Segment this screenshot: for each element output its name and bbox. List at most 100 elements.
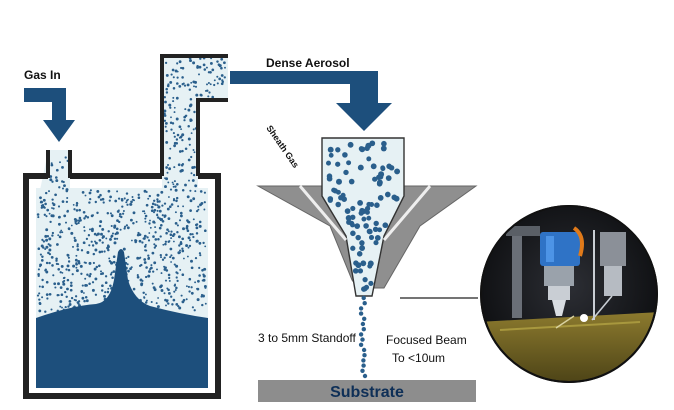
- aerosol-particle: [117, 197, 121, 200]
- aerosol-particle: [173, 106, 176, 109]
- aerosol-particle: [57, 222, 61, 226]
- aerosol-particle: [86, 251, 90, 254]
- aerosol-particle: [44, 234, 48, 238]
- printer-head-photo: [480, 205, 658, 383]
- aerosol-particle: [180, 128, 183, 131]
- aerosol-particle: [191, 306, 194, 309]
- aerosol-particle: [196, 287, 200, 291]
- aerosol-particle: [85, 299, 89, 303]
- aerosol-particle: [179, 268, 182, 271]
- aerosol-particle: [327, 146, 334, 153]
- aerosol-particle: [170, 230, 173, 233]
- aerosol-particle: [70, 224, 73, 227]
- aerosol-particle: [175, 182, 179, 186]
- aerosol-particle: [112, 260, 116, 264]
- aerosol-particle: [203, 191, 206, 194]
- aerosol-particle: [205, 66, 208, 69]
- aerosol-particle: [376, 179, 383, 186]
- aerosol-particle: [64, 305, 67, 309]
- aerosol-particle: [186, 219, 189, 222]
- aerosol-particle: [88, 191, 92, 195]
- aerosol-particle: [118, 212, 122, 216]
- aerosol-particle: [171, 122, 175, 125]
- aerosol-particle: [143, 210, 146, 213]
- aerosol-particle: [202, 273, 205, 276]
- aerosol-particles-nozzle: [326, 140, 401, 292]
- aerosol-particle: [326, 175, 333, 182]
- aerosol-particle: [207, 95, 210, 98]
- aerosol-particle: [109, 212, 112, 215]
- aerosol-particle: [197, 205, 200, 208]
- aerosol-particle: [52, 203, 56, 207]
- aerosol-particle: [155, 302, 158, 305]
- aerosol-particle: [181, 66, 185, 70]
- aerosol-particle: [59, 161, 61, 164]
- aerosol-particle: [328, 152, 334, 158]
- aerosol-particle: [149, 226, 152, 229]
- aerosol-particle: [168, 276, 171, 280]
- aerosol-particle: [156, 305, 160, 309]
- aerosol-particle: [107, 244, 110, 247]
- aerosol-particle: [157, 206, 160, 209]
- aerosol-particle: [195, 93, 199, 97]
- aerosol-particle: [161, 214, 164, 217]
- aerosol-particle: [187, 158, 191, 162]
- aerosol-particle: [180, 294, 183, 297]
- aerosol-particle: [206, 89, 209, 92]
- aerosol-particle: [188, 88, 192, 91]
- aerosol-particle: [50, 163, 54, 167]
- aerosol-particle: [100, 250, 104, 253]
- aerosol-particle: [109, 273, 113, 276]
- aerosol-particle: [175, 286, 178, 290]
- aerosol-particle: [48, 190, 50, 193]
- aerosol-particle: [359, 240, 365, 246]
- aerosol-particle: [168, 103, 172, 107]
- aerosol-particle: [350, 205, 356, 211]
- aerosol-particle: [68, 303, 72, 306]
- aerosol-particle: [172, 96, 175, 99]
- aerosol-particle: [116, 237, 119, 240]
- aerosol-particle: [123, 227, 126, 230]
- aerosol-particle: [49, 178, 53, 182]
- aerosol-particle: [374, 202, 380, 208]
- aerosol-particle: [327, 197, 333, 203]
- aerosol-particle: [187, 236, 191, 240]
- aerosol-particle: [189, 97, 193, 101]
- aerosol-particle: [147, 239, 151, 242]
- aerosol-particle: [83, 226, 86, 229]
- gas-in-label: Gas In: [24, 68, 61, 82]
- aerosol-particle: [202, 63, 206, 67]
- beam-particle: [358, 332, 364, 337]
- aerosol-particle: [141, 279, 144, 282]
- aerosol-particle: [157, 238, 160, 241]
- aerosol-particle: [186, 255, 189, 258]
- aerosol-particle: [203, 208, 206, 211]
- aerosol-particle: [187, 137, 191, 141]
- aerosol-particle: [167, 240, 170, 243]
- aerosol-particle: [143, 212, 146, 215]
- aerosol-particle: [164, 279, 168, 282]
- aerosol-particle: [73, 239, 77, 242]
- aerosol-particle: [137, 231, 140, 235]
- aerosol-particle: [166, 84, 170, 88]
- aerosol-particle: [173, 135, 176, 138]
- aerosol-particle: [74, 295, 78, 298]
- aerosol-particle: [93, 232, 97, 236]
- aerosol-particle: [386, 163, 392, 170]
- aerosol-particle: [187, 246, 190, 249]
- aerosol-particle: [189, 119, 192, 122]
- aerosol-particle: [198, 65, 202, 69]
- aerosol-particle: [201, 303, 204, 307]
- aerosol-particle: [188, 143, 191, 146]
- aerosol-particle: [163, 256, 166, 259]
- aerosol-particle: [57, 267, 61, 271]
- aerosol-particle: [193, 110, 196, 114]
- aerosol-particle: [169, 121, 173, 125]
- aerosol-particle: [41, 285, 44, 289]
- aerosol-particle: [353, 260, 359, 266]
- aerosol-particle: [350, 245, 356, 251]
- aerosol-particle: [122, 210, 125, 212]
- aerosol-particle: [45, 261, 49, 265]
- aerosol-particle: [164, 61, 168, 65]
- aerosol-particle: [51, 264, 54, 267]
